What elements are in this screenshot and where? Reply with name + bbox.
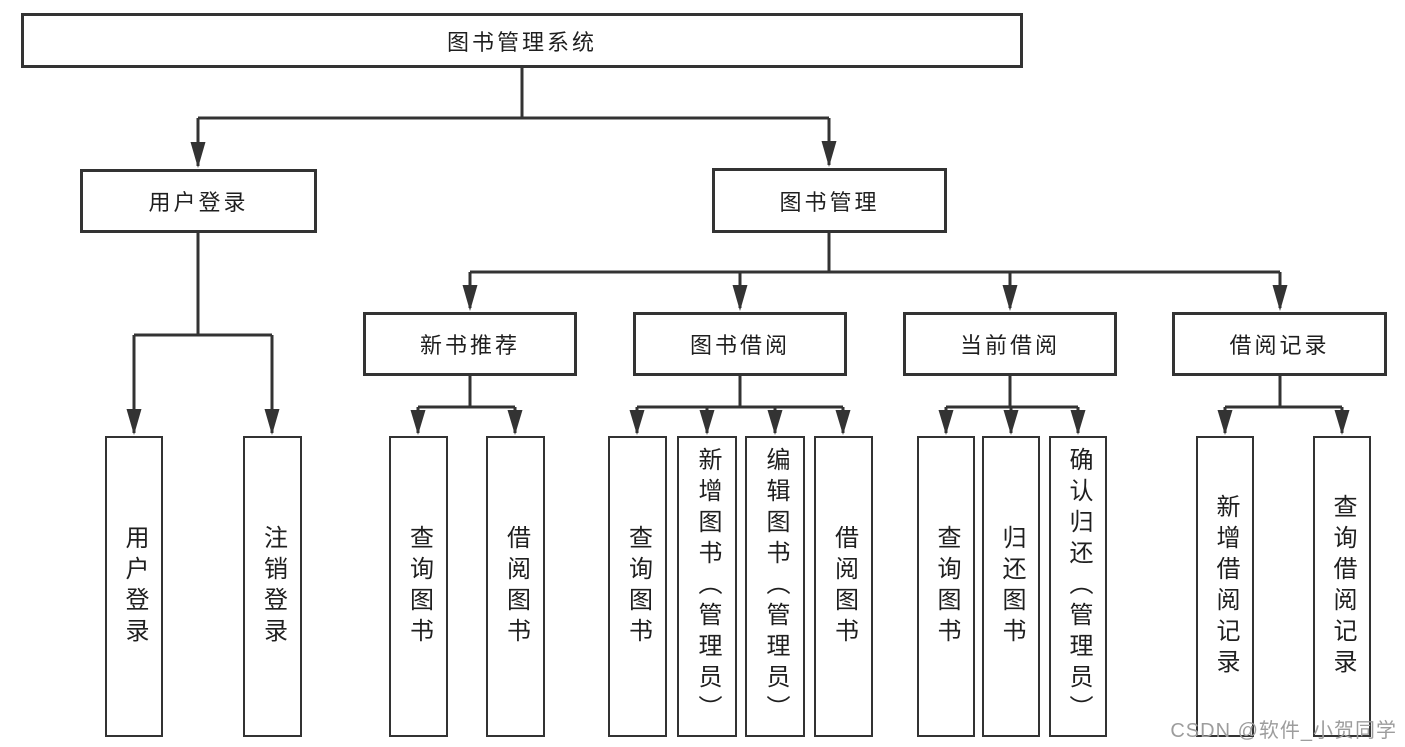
leaf-user-login-label: 用户登录 [121,524,148,649]
leaf-confirm-return-admin-label: 确认归还（管理员） [1065,447,1092,726]
connector-book-mgmt-to-level3 [462,233,1288,311]
node-root: 图书管理系统 [21,13,1023,68]
leaf-borrow-books-recommend-label: 借阅图书 [502,524,530,649]
node-current-borrow: 当前借阅 [903,312,1117,376]
leaf-borrow-books-label: 借阅图书 [830,524,858,649]
leaf-confirm-return-admin: 确认归还（管理员） [1049,436,1107,737]
leaf-query-books-current: 查询图书 [917,436,975,737]
leaf-logout: 注销登录 [243,436,302,737]
node-user-login: 用户登录 [80,169,317,233]
node-user-login-label: 用户登录 [148,190,249,215]
leaf-user-login: 用户登录 [105,436,163,737]
leaf-logout-label: 注销登录 [259,524,287,649]
connector-root-to-level2 [190,68,837,168]
leaf-return-books-label: 归还图书 [998,524,1025,649]
node-borrow-records-label: 借阅记录 [1229,333,1330,358]
leaf-edit-books-admin: 编辑图书（管理员） [745,436,805,737]
leaf-query-books-borrow: 查询图书 [608,436,667,737]
leaf-query-books-recommend: 查询图书 [389,436,448,737]
leaf-borrow-books-recommend: 借阅图书 [486,436,545,737]
leaf-add-borrow-record: 新增借阅记录 [1196,436,1254,737]
connector-book-borrow-to-leaves [629,376,851,435]
watermark: CSDN @软件_小贺同学 [1170,720,1397,742]
connector-new-book-rec-to-leaves [410,376,523,435]
node-book-management-label: 图书管理 [779,189,880,215]
node-borrow-records: 借阅记录 [1172,312,1387,376]
connector-current-borrow-to-leaves [938,376,1086,435]
node-book-management: 图书管理 [712,168,947,233]
leaf-return-books: 归还图书 [982,436,1040,737]
node-book-borrow: 图书借阅 [633,312,847,376]
leaf-query-borrow-record: 查询借阅记录 [1313,436,1371,737]
leaf-add-books-admin-label: 新增图书（管理员） [694,447,721,726]
leaf-query-borrow-record-label: 查询借阅记录 [1329,493,1356,680]
connector-borrow-records-to-leaves [1217,376,1350,435]
node-book-borrow-label: 图书借阅 [689,333,790,358]
node-new-book-recommend-label: 新书推荐 [419,333,520,358]
leaf-edit-books-admin-label: 编辑图书（管理员） [762,447,789,726]
leaf-borrow-books: 借阅图书 [814,436,873,737]
leaf-add-books-admin: 新增图书（管理员） [677,436,737,737]
leaf-query-books-borrow-label: 查询图书 [624,524,652,649]
leaf-query-books-current-label: 查询图书 [933,524,960,649]
node-root-label: 图书管理系统 [446,29,597,55]
leaf-query-books-recommend-label: 查询图书 [405,524,433,649]
node-current-borrow-label: 当前借阅 [959,333,1060,358]
connector-user-login-to-leaves [126,233,280,435]
leaf-add-borrow-record-label: 新增借阅记录 [1212,493,1239,680]
node-new-book-recommend: 新书推荐 [363,312,577,376]
